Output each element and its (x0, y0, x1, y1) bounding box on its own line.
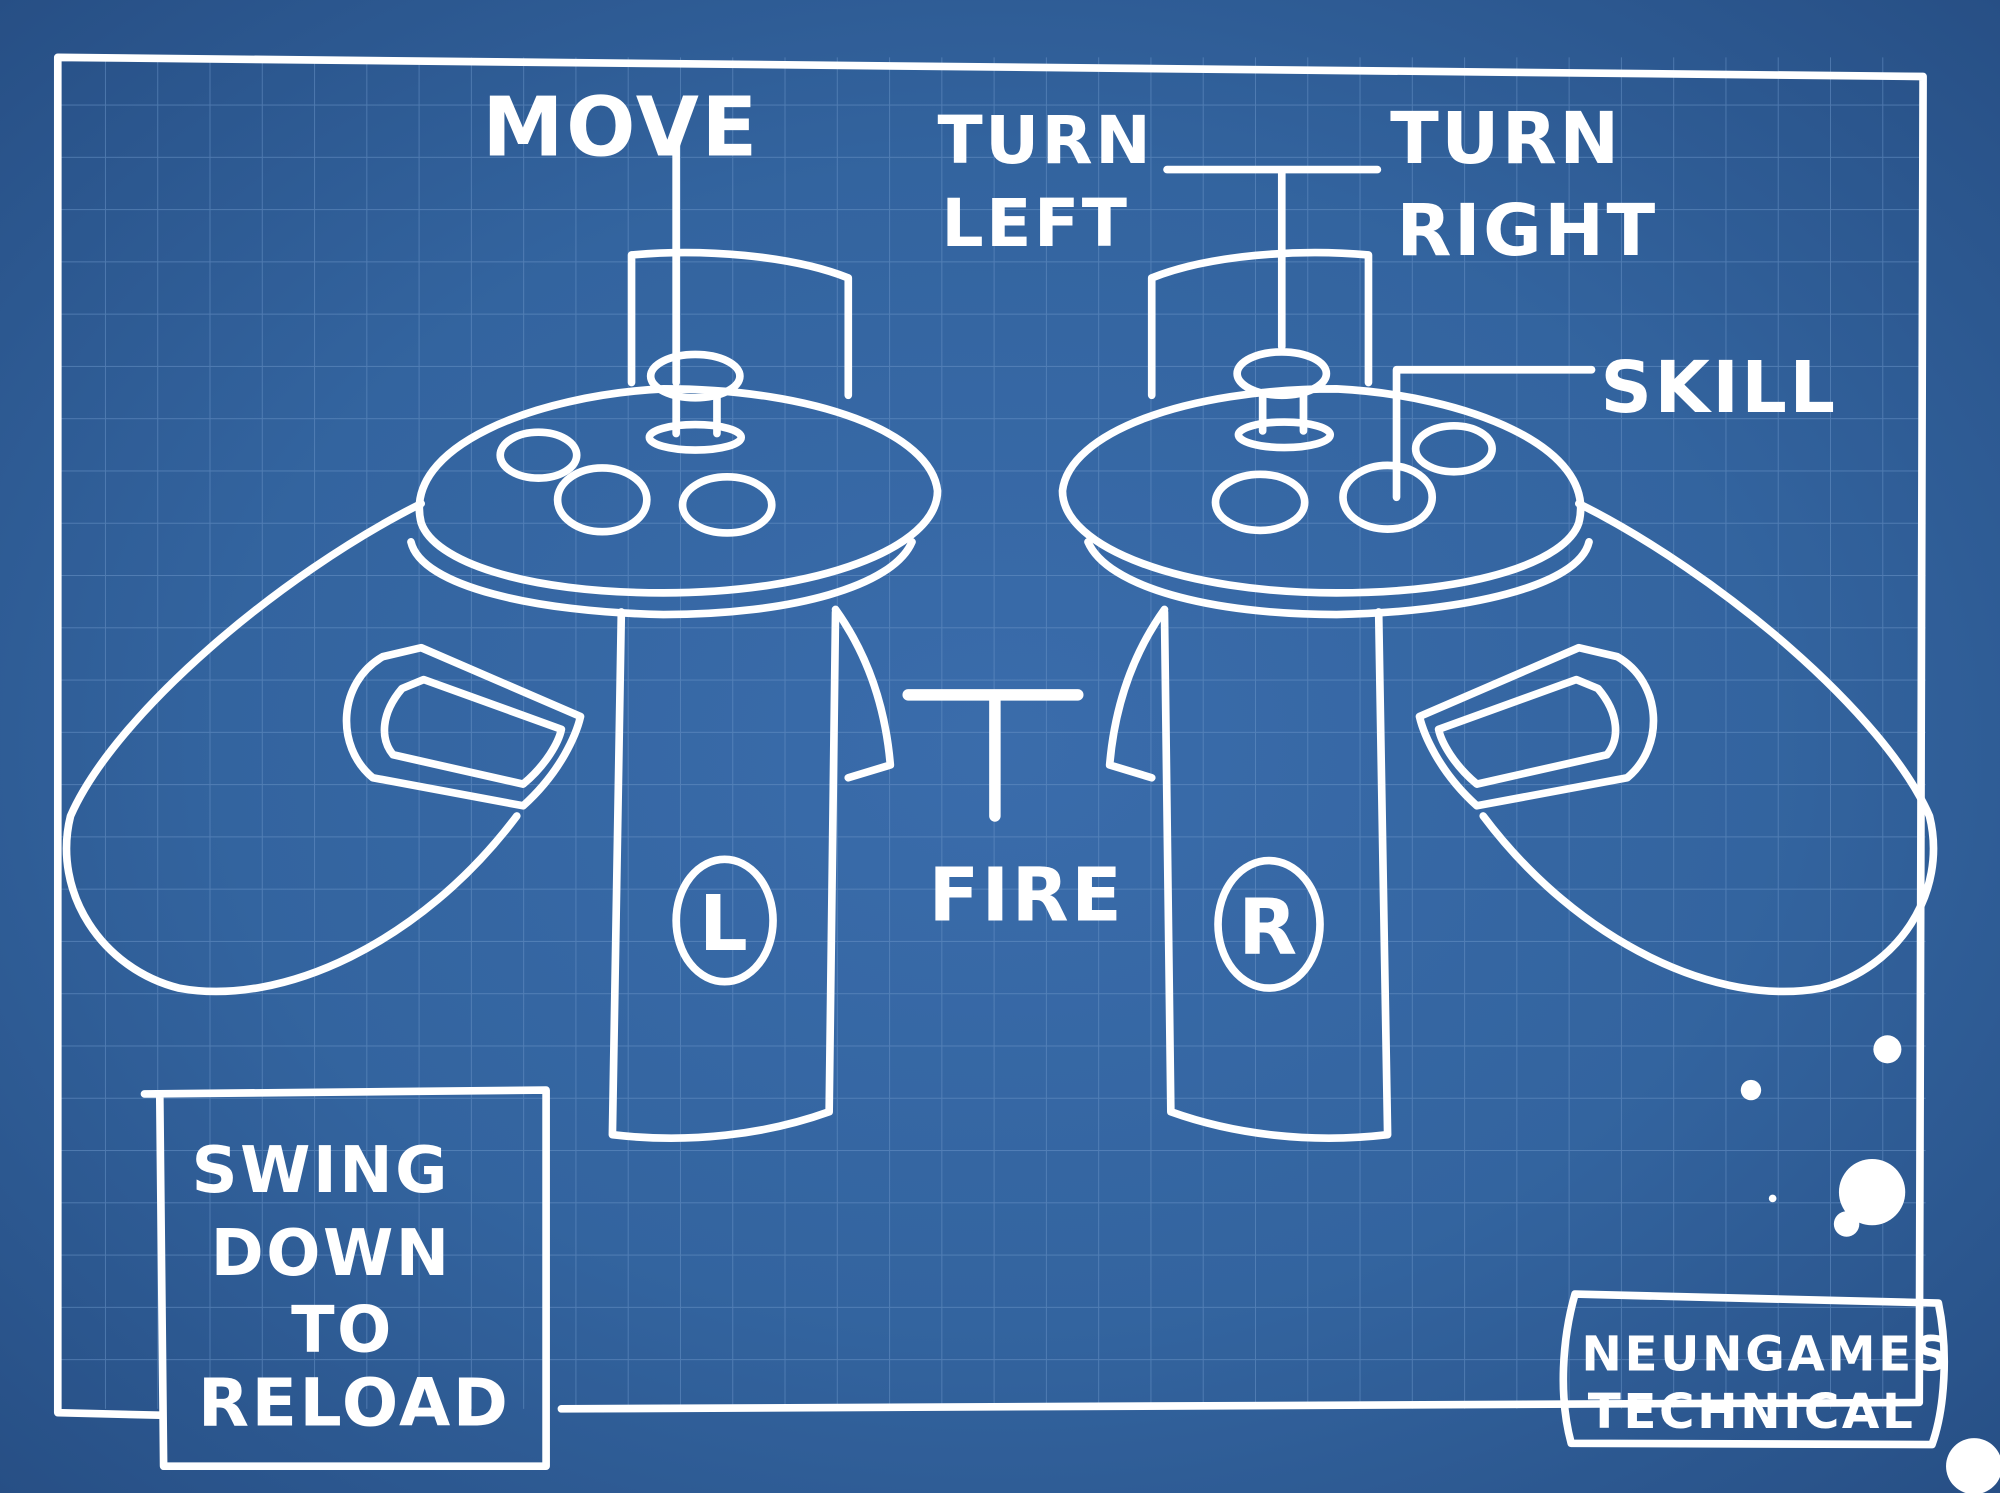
neungames-stamp: NEUNGAMES TECHNICAL (1559, 1290, 1951, 1449)
right-badge (1214, 856, 1324, 992)
right-badge-letter: R (1238, 884, 1299, 973)
button-2 (553, 464, 651, 536)
stamp-line-2: TECHNICAL (1588, 1384, 1916, 1440)
turn-right-label-1: TURN (1390, 97, 1622, 180)
turn-left-label-1: TURN (938, 101, 1154, 179)
reload-line-3: TO (291, 1293, 394, 1367)
left-controller (62, 248, 942, 1142)
turn-left-label-2: LEFT (941, 184, 1129, 262)
button-skill (1339, 461, 1437, 533)
frame-border (53, 53, 1927, 1420)
move-label: MOVE (482, 81, 759, 176)
reload-line-2: DOWN (211, 1217, 452, 1291)
button-1 (496, 428, 581, 482)
button-3 (678, 473, 776, 537)
turn-callout (1163, 165, 1382, 351)
fire-label: FIRE (929, 853, 1125, 939)
button-skill-2 (1411, 422, 1496, 476)
stamp-line-1: NEUNGAMES (1581, 1327, 1951, 1383)
turn-right-label-2: RIGHT (1397, 189, 1658, 272)
reload-note: SWING DOWN TO RELOAD (140, 1086, 550, 1471)
right-controller (1058, 248, 1938, 1142)
button-4 (1211, 470, 1309, 535)
fire-callout (902, 689, 1084, 822)
reload-line-4: RELOAD (198, 1363, 510, 1441)
skill-label: SKILL (1601, 346, 1838, 429)
skill-callout (1392, 365, 1596, 502)
ink-splatter (1740, 1035, 2000, 1493)
left-badge (672, 855, 777, 986)
reload-line-1: SWING (192, 1134, 450, 1208)
left-badge-letter: L (699, 880, 750, 969)
